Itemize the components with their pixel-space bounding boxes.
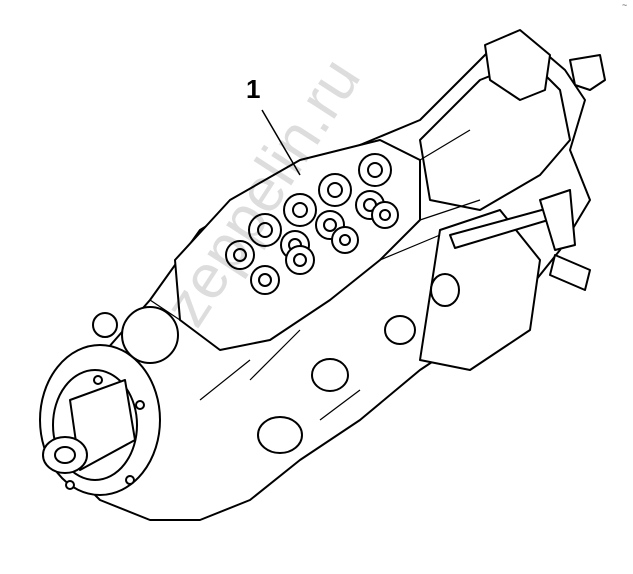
corner-mark: ~ [622, 0, 628, 10]
callout-label: 1 [246, 74, 261, 104]
